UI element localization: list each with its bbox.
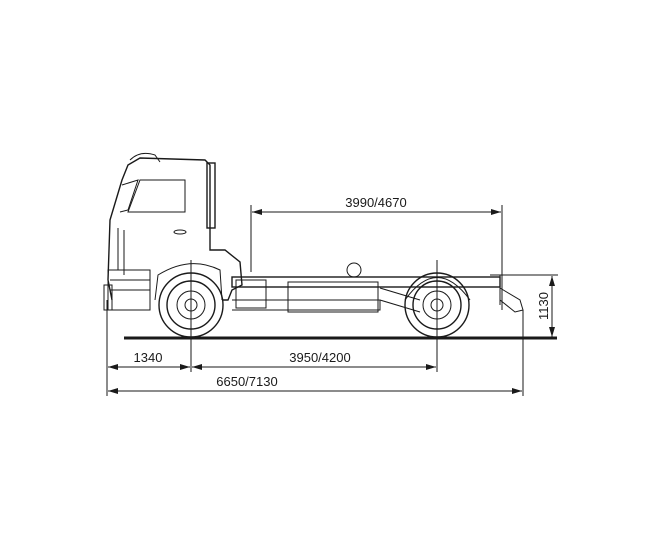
- dim-wheelbase: 3950/4200: [289, 350, 350, 365]
- dim-frame-height: 1130: [536, 292, 551, 320]
- extension-lines: [106, 205, 558, 396]
- dim-overall-length: 6650/7130: [216, 374, 277, 389]
- truck-cab: [103, 152, 243, 311]
- dim-front-overhang: 1340: [134, 350, 163, 365]
- dim-frame-length: 3990/4670: [345, 195, 406, 210]
- chassis-frame: [231, 262, 524, 313]
